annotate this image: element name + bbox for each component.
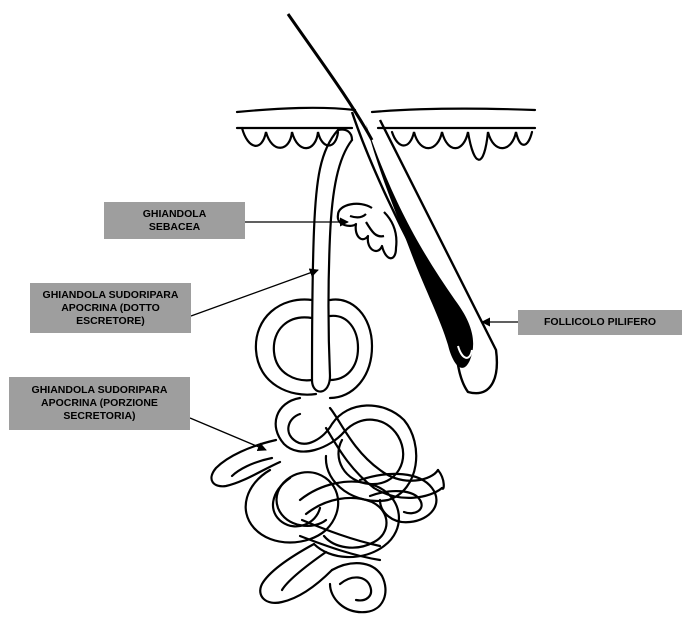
sebaceous-gland: [338, 204, 397, 258]
label-apocrine-secretory: GHIANDOLA SUDORIPARA APOCRINA (PORZIONE …: [9, 377, 190, 430]
apocrine-duct: [312, 129, 352, 380]
hair-shaft: [288, 14, 372, 140]
duct-coil: [256, 299, 372, 398]
arrow-secretory: [190, 418, 266, 450]
label-hair-follicle: FOLLICOLO PILIFERO: [518, 310, 682, 335]
arrow-duct: [191, 270, 318, 316]
hair-follicle: [352, 112, 497, 393]
label-sebaceous-gland: GHIANDOLA SEBACEA: [104, 202, 245, 239]
label-apocrine-duct: GHIANDOLA SUDORIPARA APOCRINA (DOTTO ESC…: [30, 283, 191, 333]
apocrine-secretory-coil: [211, 398, 443, 612]
